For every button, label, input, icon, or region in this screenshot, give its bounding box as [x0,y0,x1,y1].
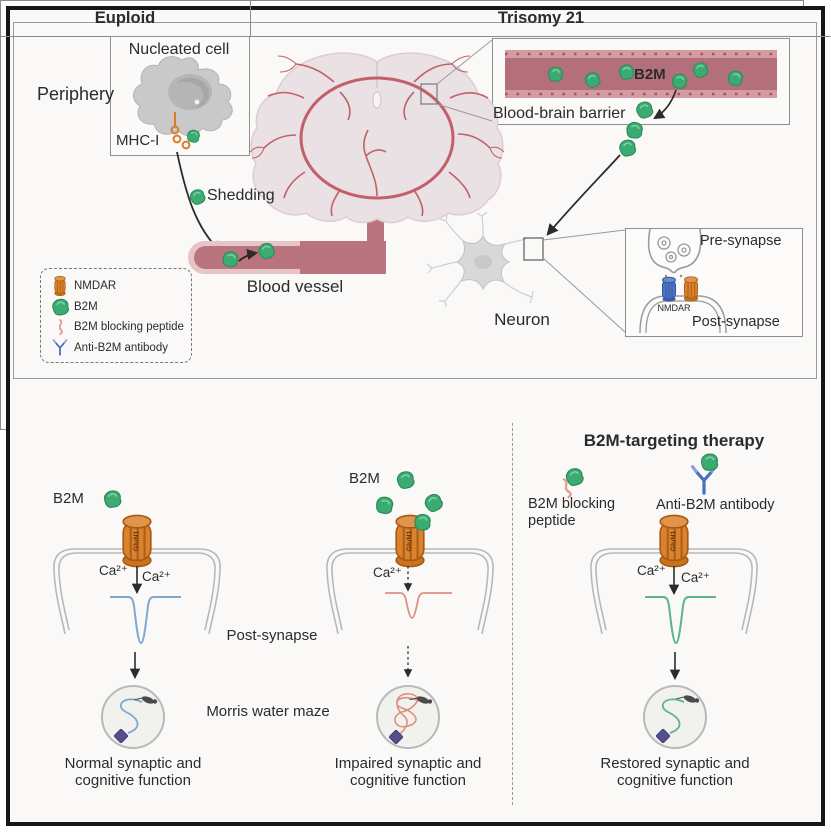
ca-label: Ca²⁺ [373,565,402,580]
therapy-heading: B2M-targeting therapy [583,431,765,450]
shedding-label: Shedding [207,187,275,204]
ca-label: Ca²⁺ [681,570,710,585]
periphery-label: Periphery [37,84,115,104]
anti-b2m-antibody-icon [49,338,71,358]
neuron-label: Neuron [494,310,550,329]
ca-label: Ca²⁺ [637,563,666,578]
legend-label: Anti-B2M antibody [74,341,168,354]
nucleated-cell-title: Nucleated cell [128,41,230,58]
blood-brain-barrier-label: Blood-brain barrier [493,105,626,122]
legend-label: B2M [74,300,98,313]
therapy-column-divider [512,423,513,805]
post-synapse-label: Post-synapse [226,627,318,644]
antibody-label: Anti-B2M antibody [656,497,775,513]
condition-header-row: Euploid Trisomy 21 [0,0,831,37]
morris-water-maze-label: Morris water maze [206,703,330,720]
inset-nmdar-label: NMDAR [657,303,691,313]
ca-label: Ca²⁺ [142,569,171,584]
top-panel [13,22,817,379]
legend-item-b2m: B2M [49,297,185,317]
ca-label: Ca²⁺ [99,563,128,578]
legend-box: NMDAR B2M B2M blocking peptide Anti-B2M … [40,268,192,363]
caption-euploid: Normal synaptic and cognitive function [64,755,202,790]
caption-trisomy: Impaired synaptic and cognitive function [334,755,482,790]
header-euploid: Euploid [0,0,251,36]
pre-synapse-label: Pre-synapse [700,233,782,249]
bbb-b2m-label: B2M [634,66,666,83]
legend-item-peptide: B2M blocking peptide [49,317,185,337]
blocking-peptide-icon [49,317,71,337]
legend-label: B2M blocking peptide [74,321,184,334]
legend-item-nmdar: NMDAR [49,276,185,296]
post-synapse-inset-label: Post-synapse [692,314,780,330]
legend-label: NMDAR [74,280,117,292]
legend-item-antibody: Anti-B2M antibody [49,338,185,358]
b2m-icon [49,297,71,317]
caption-therapy: Restored synaptic and cognitive function [600,755,750,790]
header-trisomy21: Trisomy 21 [497,8,585,27]
peptide-label: B2M blocking peptide [528,496,616,529]
mhc1-label: MHC-I [116,132,160,149]
nmdar-channel-icon [49,276,71,296]
b2m-label-trisomy: B2M [349,470,380,487]
b2m-label-euploid: B2M [53,490,84,507]
blood-vessel-label: Blood vessel [246,277,344,296]
